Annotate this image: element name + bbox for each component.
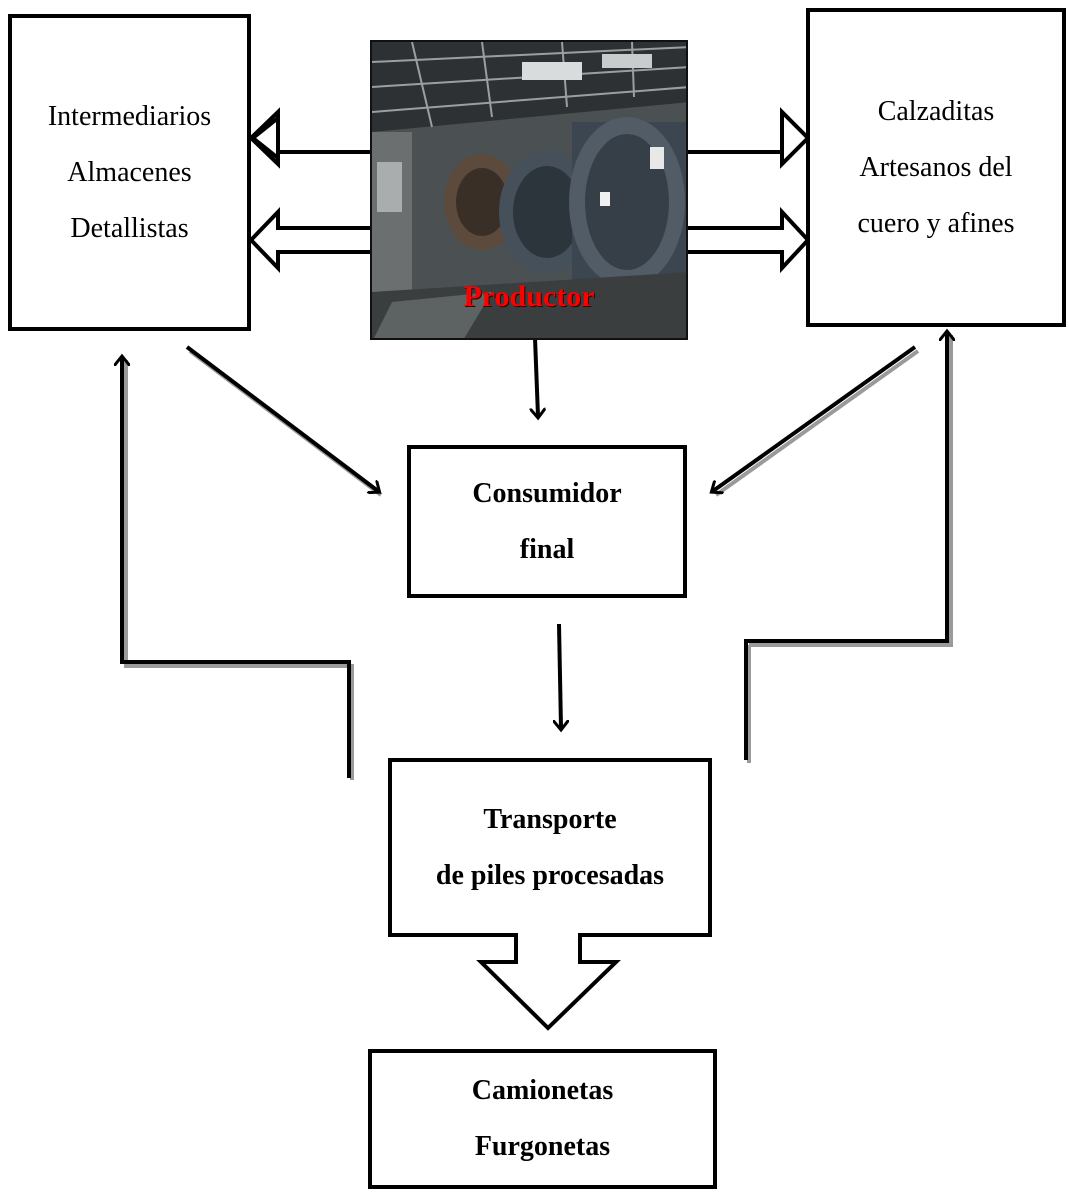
arrow-calzaditas-to-consumidor — [713, 345, 917, 491]
transporte-callout-shape — [388, 758, 712, 1031]
node-calzaditas-line-3: cuero y afines — [857, 207, 1015, 239]
node-consumidor-line-2: final — [519, 533, 575, 565]
node-intermediarios: Intermediarios Almacenes Detallistas — [8, 14, 251, 331]
node-intermediarios-line-3: Detallistas — [70, 212, 189, 244]
arrow-transporte-to-intermediarios — [122, 358, 351, 778]
node-calzaditas: Calzaditas Artesanos del cuero y afines — [806, 8, 1066, 327]
block-arrow-productor-to-calzaditas-lower — [688, 206, 811, 274]
node-camionetas: Camionetas Furgonetas — [368, 1049, 717, 1189]
node-calzaditas-line-2: Artesanos del — [859, 151, 1013, 183]
factory-image — [372, 42, 686, 338]
node-camionetas-line-1: Camionetas — [471, 1075, 614, 1106]
node-intermediarios-line-1: Intermediarios — [47, 100, 212, 132]
arrow-consumidor-to-transporte — [559, 623, 561, 728]
node-consumidor-final: Consumidor final — [407, 445, 687, 598]
node-camionetas-line-2: Furgonetas — [474, 1131, 611, 1162]
node-transporte-line-1: Transporte — [483, 803, 617, 835]
node-calzaditas-line-1: Calzaditas — [877, 95, 995, 127]
node-consumidor-line-1: Consumidor — [472, 477, 622, 509]
node-intermediarios-line-2: Almacenes — [67, 156, 192, 188]
block-arrow-productor-to-intermediarios-lower — [248, 207, 372, 273]
arrow-productor-to-consumidor — [535, 337, 538, 416]
productor-label: Productor — [463, 280, 595, 313]
block-arrow-productor-to-intermediarios-upper — [248, 107, 372, 169]
node-transporte-line-2: de piles procesadas — [435, 859, 665, 891]
productor-photo: Productor — [370, 40, 688, 340]
block-arrow-productor-to-calzaditas-upper — [688, 107, 811, 169]
arrow-transporte-to-calzaditas — [744, 333, 947, 760]
arrow-intermediarios-to-consumidor — [185, 345, 378, 491]
node-transporte: Transporte de piles procesadas — [390, 760, 710, 935]
